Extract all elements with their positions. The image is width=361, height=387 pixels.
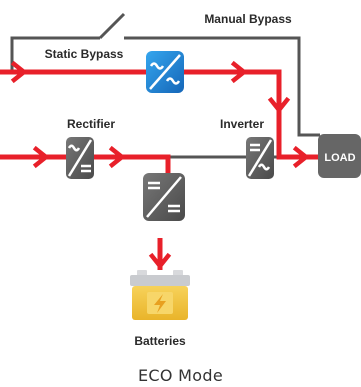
static-bypass-label: Static Bypass — [45, 47, 124, 61]
battery-converter-module — [143, 173, 185, 221]
flow-arrows — [10, 60, 310, 270]
arrow-icon — [292, 145, 310, 169]
diagonal-divider — [67, 139, 93, 177]
arrow-icon — [230, 60, 248, 84]
rectifier-module — [66, 137, 94, 179]
sine-wave-icon — [165, 77, 181, 85]
sine-wave-icon — [149, 62, 165, 70]
diagonal-divider — [247, 139, 273, 177]
dc-lines-icon — [168, 204, 180, 213]
dc-lines-icon — [250, 143, 260, 152]
diagonal-divider — [149, 54, 181, 90]
sine-wave-icon — [257, 163, 271, 171]
lightning-icon — [154, 294, 166, 313]
diagonal-divider — [146, 176, 182, 218]
mode-caption: ECO Mode — [138, 366, 223, 385]
static-bypass-switch — [146, 51, 184, 93]
idle-lines — [10, 12, 320, 159]
arrow-icon — [108, 145, 126, 169]
sine-wave-icon — [67, 144, 81, 152]
inverter-label: Inverter — [220, 117, 264, 131]
rectifier-label: Rectifier — [67, 117, 115, 131]
manual-bypass-label: Manual Bypass — [204, 12, 292, 26]
arrow-icon — [10, 60, 28, 84]
arrow-icon — [267, 96, 291, 114]
static-bypass-flow — [0, 69, 318, 160]
arrow-icon — [32, 145, 50, 169]
manual-bypass-line — [10, 12, 320, 137]
dc-lines-icon — [148, 181, 160, 190]
batteries-label: Batteries — [134, 334, 186, 348]
load-label: LOAD — [324, 152, 355, 164]
load-box: LOAD — [318, 134, 361, 178]
arrow-icon — [148, 252, 172, 270]
dc-lines-icon — [81, 164, 91, 173]
battery-icon — [130, 270, 190, 320]
inverter-module — [246, 137, 274, 179]
